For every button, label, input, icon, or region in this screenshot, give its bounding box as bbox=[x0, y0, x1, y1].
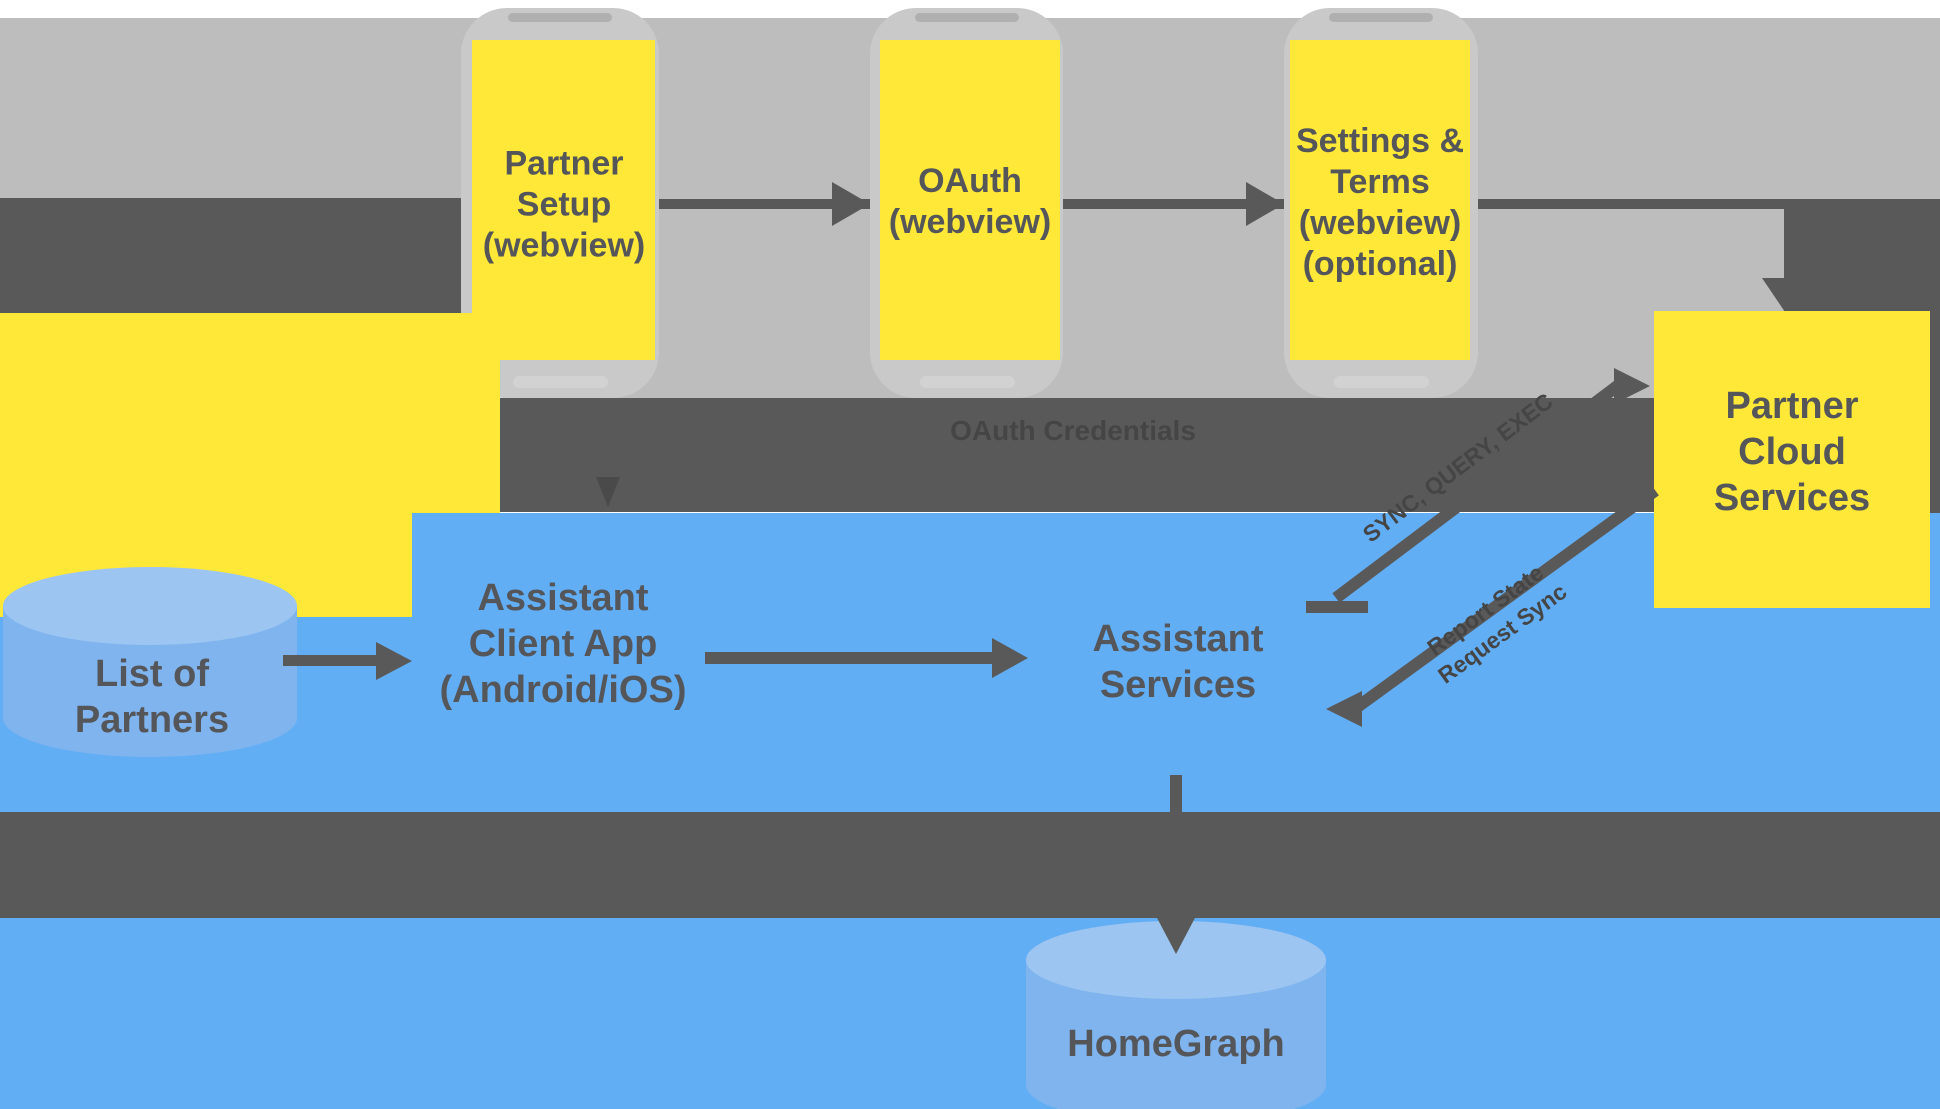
oauth-label: OAuth(webview) bbox=[888, 162, 1052, 241]
partner-setup-webview-screen bbox=[472, 40, 655, 360]
settings-terms-label: Settings &Terms(webview)(optional) bbox=[1295, 122, 1465, 283]
arrowhead-client-app-to-services bbox=[992, 638, 1028, 678]
arrowhead-into-oauth bbox=[832, 182, 870, 226]
arrow-list-to-client-app bbox=[283, 655, 379, 666]
left-flow-band bbox=[0, 198, 461, 313]
homegraph-band bbox=[0, 918, 1940, 1109]
arrowhead-into-settings bbox=[1246, 182, 1284, 226]
phone-home-button-icon bbox=[513, 376, 608, 388]
phone-dock-panel bbox=[460, 199, 1784, 398]
phone-home-button-icon bbox=[920, 376, 1015, 388]
partner-cloud-services-box bbox=[1654, 311, 1930, 608]
arrowhead-list-to-client-app bbox=[376, 642, 412, 680]
arrowhead-into-partner-cloud-top bbox=[1762, 278, 1808, 312]
arrowhead-services-to-homegraph bbox=[1156, 916, 1196, 954]
oauth-webview-screen bbox=[880, 40, 1060, 360]
phone-speaker-icon bbox=[915, 13, 1019, 22]
oauth-credentials-label: OAuth Credentials bbox=[950, 415, 1196, 446]
bottom-flow-band bbox=[0, 812, 1940, 918]
phone-home-button-icon bbox=[1334, 376, 1429, 388]
arrow-intents-up-stub bbox=[1306, 601, 1368, 613]
phone-speaker-icon bbox=[1329, 13, 1433, 22]
arrow-client-app-to-services bbox=[705, 652, 995, 664]
homegraph-label: HomeGraph bbox=[1067, 1023, 1285, 1065]
settings-terms-webview-screen bbox=[1290, 40, 1470, 360]
arrowhead-into-client-app-small bbox=[596, 477, 620, 507]
arrowhead-report-back bbox=[1326, 691, 1362, 727]
arrowhead-intents-up bbox=[1614, 368, 1650, 404]
phone-speaker-icon bbox=[508, 13, 612, 22]
arrow-services-to-homegraph bbox=[1170, 775, 1182, 918]
